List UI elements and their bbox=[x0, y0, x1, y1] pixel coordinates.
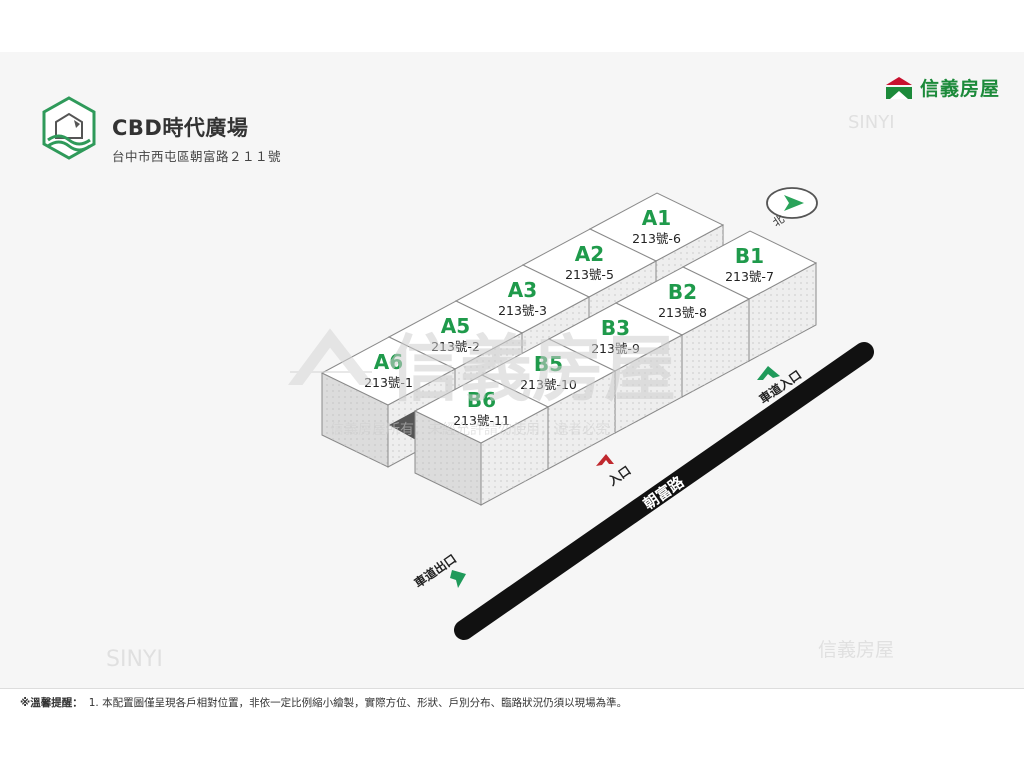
project-logo bbox=[42, 96, 96, 160]
unit-face-front-texture bbox=[682, 299, 749, 397]
title-block: CBD時代廣場 台中市西屯區朝富路２１１號 bbox=[112, 112, 281, 165]
footer-text: 1. 本配置圖僅呈現各戶相對位置，非依一定比例縮小繪製，實際方位、形狀、戶別分布… bbox=[88, 697, 628, 709]
ramp-entrance-arrow-icon bbox=[757, 366, 780, 380]
entrance-marker: 入口 bbox=[596, 454, 633, 488]
unit-address: 213號-3 bbox=[498, 303, 547, 318]
unit-code: B6 bbox=[467, 388, 496, 412]
ramp-exit-marker: 車道出口 bbox=[411, 551, 466, 590]
road bbox=[454, 342, 874, 640]
unit-address: 213號-5 bbox=[565, 267, 614, 282]
unit-address: 213號-1 bbox=[364, 375, 413, 390]
unit-face-front-texture bbox=[615, 335, 682, 433]
watermark-sinyi-top-text: SINYI bbox=[848, 112, 895, 133]
entrance-arrow-icon bbox=[596, 454, 614, 466]
unit-face-front-texture bbox=[749, 263, 816, 361]
unit-code: B5 bbox=[534, 352, 563, 376]
unit-code: A6 bbox=[374, 350, 403, 374]
unit-code: A5 bbox=[441, 314, 470, 338]
footer-tip-label: ※溫馨提醒： bbox=[20, 697, 83, 709]
unit-address: 213號-6 bbox=[632, 231, 681, 246]
watermark: 信義房屋 信義房屋所有，未經允許請勿使用，違者必究 信義房屋 SINYI SIN… bbox=[106, 112, 895, 672]
unit-address: 213號-10 bbox=[520, 377, 577, 392]
unit-code: A3 bbox=[508, 278, 537, 302]
entrance-label: 入口 bbox=[606, 463, 634, 488]
unit-address: 213號-9 bbox=[591, 341, 640, 356]
page-title: CBD時代廣場 bbox=[112, 116, 249, 140]
project-address: 台中市西屯區朝富路２１１號 bbox=[112, 149, 282, 164]
brand-name: 信義房屋 bbox=[919, 78, 1000, 100]
compass: 北 bbox=[766, 187, 818, 229]
unit-code: B3 bbox=[601, 316, 630, 340]
unit-roof bbox=[413, 374, 550, 444]
unit-code: A2 bbox=[575, 242, 604, 266]
floor-plan: 朝富路 A1213號-6A2213號-5A3213號-3A5213號-2A621… bbox=[106, 112, 895, 672]
brand-logo-icon bbox=[885, 76, 912, 99]
brand: 信義房屋 bbox=[885, 74, 1000, 101]
unit-face-front-texture bbox=[548, 371, 615, 469]
unit-face-side-texture bbox=[415, 411, 481, 505]
watermark-small-text: 信義房屋所有，未經允許請勿使用，違者必究 bbox=[330, 421, 610, 438]
watermark-sinyi-text: SINYI bbox=[106, 647, 163, 672]
watermark-big-text: 信義房屋 bbox=[388, 327, 676, 411]
unit-address: 213號-2 bbox=[431, 339, 480, 354]
unit-code: B1 bbox=[735, 244, 764, 268]
north-arrow-icon bbox=[784, 195, 804, 211]
footer-note: ※溫馨提醒： 1. 本配置圖僅呈現各戶相對位置，非依一定比例縮小繪製，實際方位、… bbox=[0, 688, 1024, 716]
watermark-corner-text: 信義房屋 bbox=[818, 639, 894, 661]
unit-roof bbox=[320, 336, 457, 406]
building-row-b: B1213號-7B2213號-8B3213號-9B5213號-10B6213號-… bbox=[413, 230, 818, 506]
unit-face-side-texture bbox=[322, 373, 388, 467]
unit-face-front-texture bbox=[481, 407, 548, 505]
unit-address: 213號-11 bbox=[453, 413, 510, 428]
ramp-exit-arrow-icon bbox=[450, 570, 466, 588]
unit-address: 213號-7 bbox=[725, 269, 774, 284]
unit-address: 213號-8 bbox=[658, 305, 707, 320]
project-logo-icon bbox=[42, 96, 96, 160]
unit-code: A1 bbox=[642, 206, 671, 230]
unit-code: B2 bbox=[668, 280, 697, 304]
road-label: 朝富路 bbox=[640, 472, 688, 513]
watermark-logo-icon bbox=[288, 328, 375, 385]
